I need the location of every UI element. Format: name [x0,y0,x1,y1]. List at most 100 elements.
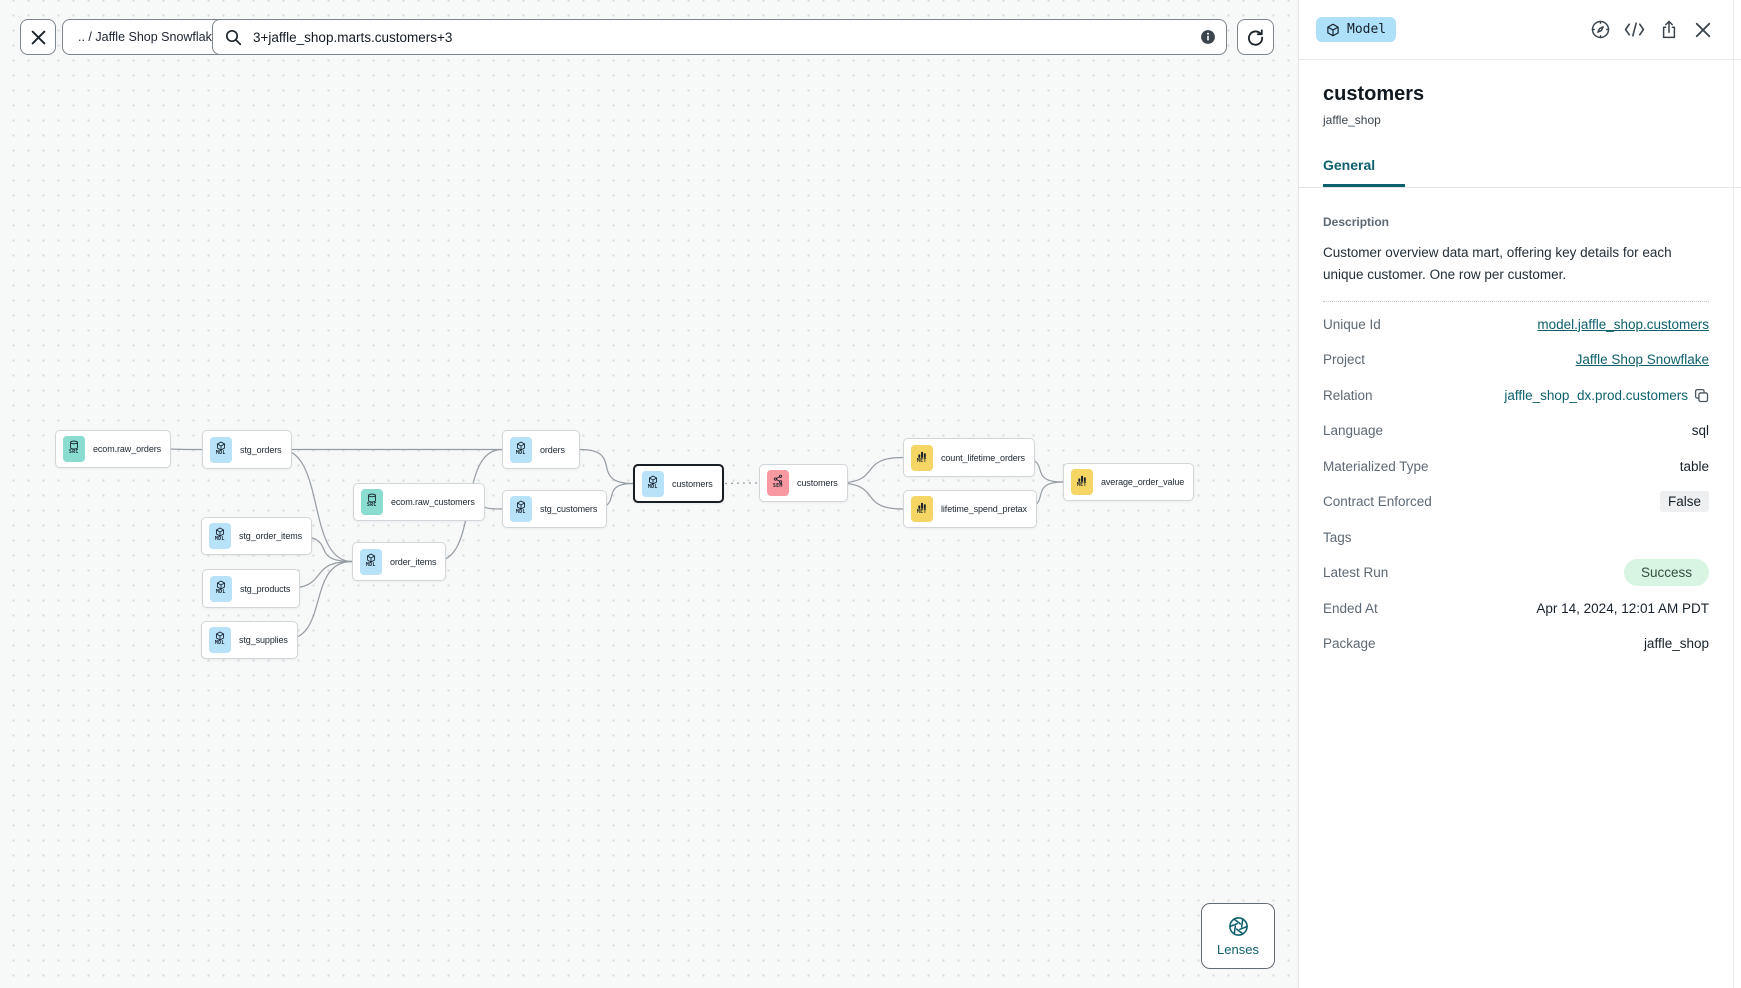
node-type-icon-met: MET [1071,469,1093,495]
status-badge: Success [1623,559,1709,587]
description-label: Description [1323,215,1390,229]
close-lineage-button[interactable] [20,19,56,55]
graph-node-ecom_raw_orders[interactable]: SRC ecom.raw_orders [55,430,172,468]
cube-icon [1327,23,1339,36]
detail-value: Apr 14, 2024, 12:01 AM PDT [1536,600,1709,616]
node-label: stg_customers [540,504,598,514]
share-export-icon[interactable] [1658,19,1679,40]
node-type-icon-src: SRC [63,436,85,462]
model-badge: Model [1316,17,1397,42]
detail-label: Ended At [1323,600,1378,616]
detail-value-link[interactable]: jaffle_shop_dx.prod.customers [1504,388,1709,403]
detail-value: jaffle_shop [1643,636,1709,652]
detail-value-link[interactable]: Jaffle Shop Snowflake [1575,352,1709,368]
node-label: customers [672,478,713,489]
explore-compass-icon[interactable] [1590,19,1611,40]
graph-node-stg_supplies[interactable]: MDL stg_supplies [201,621,298,659]
node-label: stg_products [240,583,291,594]
detail-value: table [1679,458,1709,474]
node-label: ecom.raw_orders [93,444,162,454]
panel-title: customers [1323,83,1425,105]
node-type-icon-met: MET [911,496,933,522]
detail-row-project: Project Jaffle Shop Snowflake [1323,342,1709,378]
node-label: count_lifetime_orders [941,452,1025,463]
lenses-button[interactable]: Lenses [1201,903,1275,969]
node-label: stg_orders [240,444,282,455]
general-section: Description Customer overview data mart,… [1299,215,1741,662]
node-label: ecom.raw_customers [391,497,475,507]
panel-header: Model [1299,0,1741,60]
panel-scrollbar[interactable] [1733,0,1734,988]
graph-node-stg_products[interactable]: MDL stg_products [202,569,301,608]
lenses-label: Lenses [1217,942,1259,957]
graph-node-order_items[interactable]: MDL order_items [352,542,447,581]
node-type-icon-mdl: MDL [210,575,232,602]
detail-row-tags: Tags [1323,520,1709,556]
detail-value: sql [1691,423,1709,439]
graph-node-lifetime_spend_pretax[interactable]: MET lifetime_spend_pretax [903,490,1037,528]
breadcrumb[interactable]: .. / Jaffle Shop Snowflake [62,19,235,55]
detail-row-materialized-type: Materialized Type table [1323,449,1709,485]
node-type-icon-met: MET [911,444,933,471]
refresh-icon [1247,28,1264,46]
detail-label: Tags [1323,529,1352,545]
node-label: lifetime_spend_pretax [941,504,1027,514]
close-icon [31,30,45,44]
detail-value: False [1659,491,1709,513]
node-type-icon-mdl: MDL [642,470,664,497]
detail-row-unique-id: Unique Id model.jaffle_shop.customers [1323,307,1709,343]
graph-node-stg_orders[interactable]: MDL stg_orders [202,430,292,469]
graph-node-ecom_raw_customers[interactable]: SRC ecom.raw_customers [353,483,485,521]
copy-icon[interactable] [1694,388,1709,403]
search-input[interactable] [251,28,1200,46]
details-panel: Model [1298,0,1741,988]
panel-close-icon[interactable] [1692,19,1713,40]
detail-label: Latest Run [1323,565,1389,581]
detail-label: Unique Id [1323,316,1381,332]
detail-label: Package [1323,636,1376,652]
lineage-search-bar[interactable] [212,19,1227,55]
node-type-icon-src: SRC [361,489,383,515]
node-type-icon-mdl: MDL [510,436,532,463]
code-icon[interactable] [1624,19,1645,40]
graph-node-stg_customers[interactable]: MDL stg_customers [502,490,608,528]
detail-label: Contract Enforced [1323,494,1432,510]
graph-node-count_lifetime_orders[interactable]: MET count_lifetime_orders [903,438,1035,477]
detail-label: Project [1323,352,1366,368]
panel-actions [1590,19,1713,40]
node-label: stg_supplies [239,635,288,645]
node-type-icon-mdl: MDL [209,627,231,653]
breadcrumb-label: .. / Jaffle Shop Snowflake [78,30,219,44]
node-type-icon-mdl: MDL [360,548,382,575]
graph-node-orders[interactable]: MDL orders [502,430,580,469]
node-label: orders [540,444,565,455]
tab-general[interactable]: General [1323,157,1405,187]
panel-tabs: General [1299,157,1741,188]
info-icon[interactable] [1200,29,1216,45]
node-type-icon-mdl: MDL [210,436,232,463]
edge-orders-to-customers_model [579,448,634,485]
node-type-icon-mdl: MDL [510,496,532,522]
detail-value-link[interactable]: model.jaffle_shop.customers [1537,316,1709,332]
detail-label: Language [1323,423,1384,439]
node-type-icon-mdl: MDL [209,523,231,549]
dotted-divider [1323,300,1709,302]
description-text: Customer overview data mart, offering ke… [1323,245,1672,282]
panel-subtitle: jaffle_shop [1323,113,1381,127]
graph-node-customers_sem[interactable]: SEM customers [759,464,848,502]
detail-row-package: Package jaffle_shop [1323,626,1709,662]
refresh-button[interactable] [1237,19,1274,55]
detail-row-ended-at: Ended At Apr 14, 2024, 12:01 AM PDT [1323,591,1709,627]
node-label: order_items [390,556,437,567]
detail-label: Materialized Type [1323,458,1429,474]
detail-row-contract-enforced: Contract Enforced False [1323,484,1709,520]
lenses-aperture-icon [1228,917,1248,936]
graph-node-customers_model[interactable]: MDL customers [633,464,724,503]
node-label: customers [797,478,838,488]
search-icon [225,29,242,45]
node-type-icon-sem: SEM [767,470,789,496]
